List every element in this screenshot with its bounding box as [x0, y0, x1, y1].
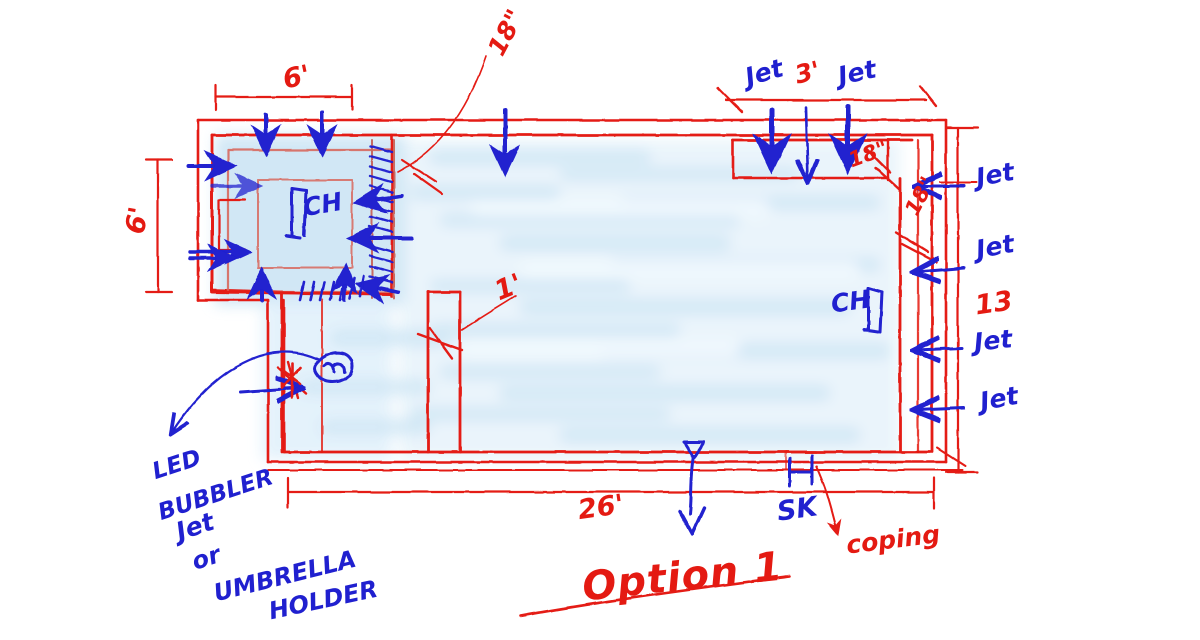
- pool-cleaning-head-symbol: [862, 286, 884, 334]
- jet-annotations-blue: [172, 103, 966, 536]
- dollar-scribble: [280, 362, 302, 400]
- bubbler-scribble: [313, 351, 354, 384]
- skimmer-symbol: [788, 454, 814, 488]
- main-drain-symbol: [678, 440, 706, 536]
- option-underline: [518, 574, 792, 618]
- spa-cleaning-head-symbol: [284, 186, 308, 240]
- pool-water-fill: [215, 135, 900, 460]
